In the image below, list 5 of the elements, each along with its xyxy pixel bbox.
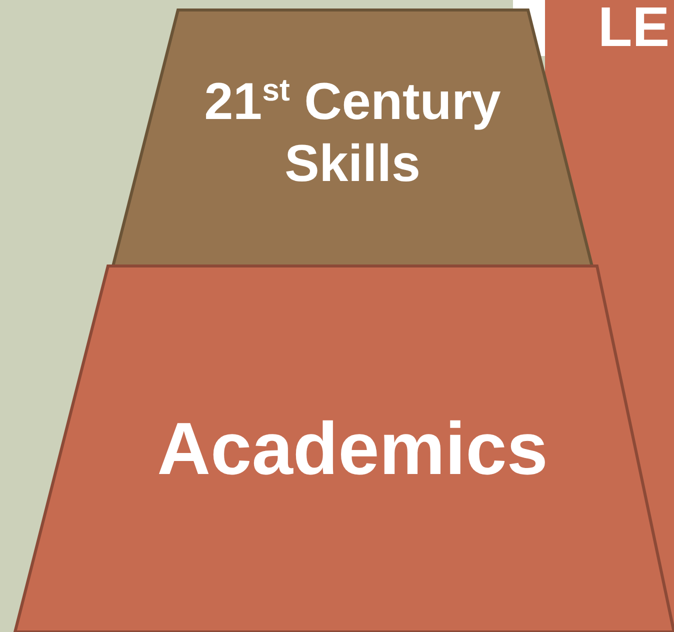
pyramid-tier (113, 10, 592, 266)
pyramid-tier (15, 266, 674, 632)
heading-text: LE (598, 0, 670, 59)
tier-label: Academics (156, 406, 548, 492)
tier-label: 21$^{st}$ Century Skills (203, 70, 502, 195)
